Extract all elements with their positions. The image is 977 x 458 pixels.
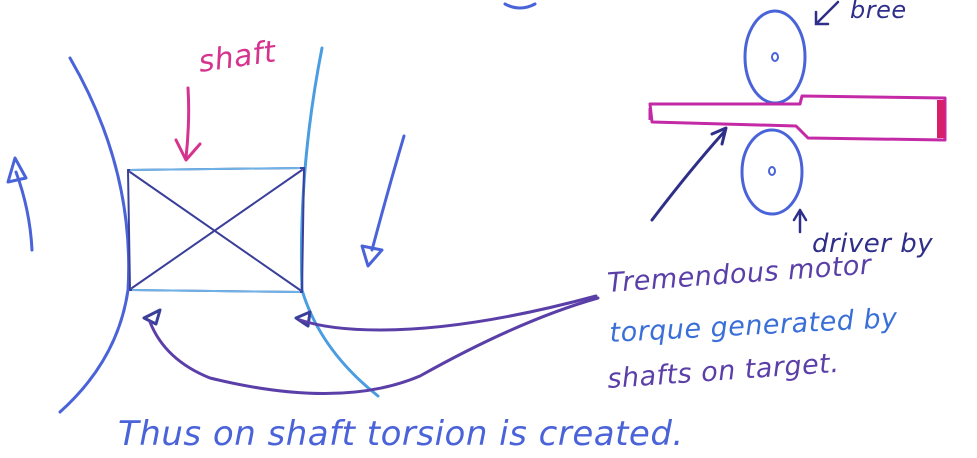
top-roller bbox=[743, 9, 807, 105]
top-label-arrow bbox=[814, 0, 840, 26]
leader-to-right-corner bbox=[298, 294, 598, 332]
shaft-pointer-arrow bbox=[174, 86, 202, 162]
right-rotation-arrow bbox=[360, 134, 406, 268]
shaft-left-edge bbox=[58, 56, 131, 414]
driven-up-arrow bbox=[792, 208, 808, 234]
left-rotation-arrow bbox=[6, 156, 34, 252]
annotation-line-1: Tremendous motor bbox=[606, 250, 873, 299]
leader-to-left-corner bbox=[148, 296, 600, 395]
workpiece-strip bbox=[648, 94, 947, 142]
square-top-edge bbox=[129, 167, 301, 171]
strip-pointer-arrow bbox=[650, 126, 728, 222]
workpiece-end-mark bbox=[937, 100, 945, 138]
top-partial-circle bbox=[503, 2, 537, 10]
bottom-roller bbox=[740, 128, 804, 216]
left-corner-arrowhead bbox=[142, 308, 162, 326]
annotation-line-3: shafts on target. bbox=[606, 348, 840, 395]
shaft-element-square bbox=[127, 167, 305, 293]
annotation-line-2: torque generated by bbox=[609, 303, 899, 349]
top-partial-label: bree bbox=[850, 0, 907, 24]
shaft-label: shaft bbox=[196, 34, 279, 80]
driven-label: driver by bbox=[812, 229, 933, 259]
conclusion-text: Thus on shaft torsion is created. bbox=[118, 414, 684, 454]
shaft-right-edge bbox=[299, 46, 380, 398]
square-bottom-edge bbox=[131, 289, 301, 293]
